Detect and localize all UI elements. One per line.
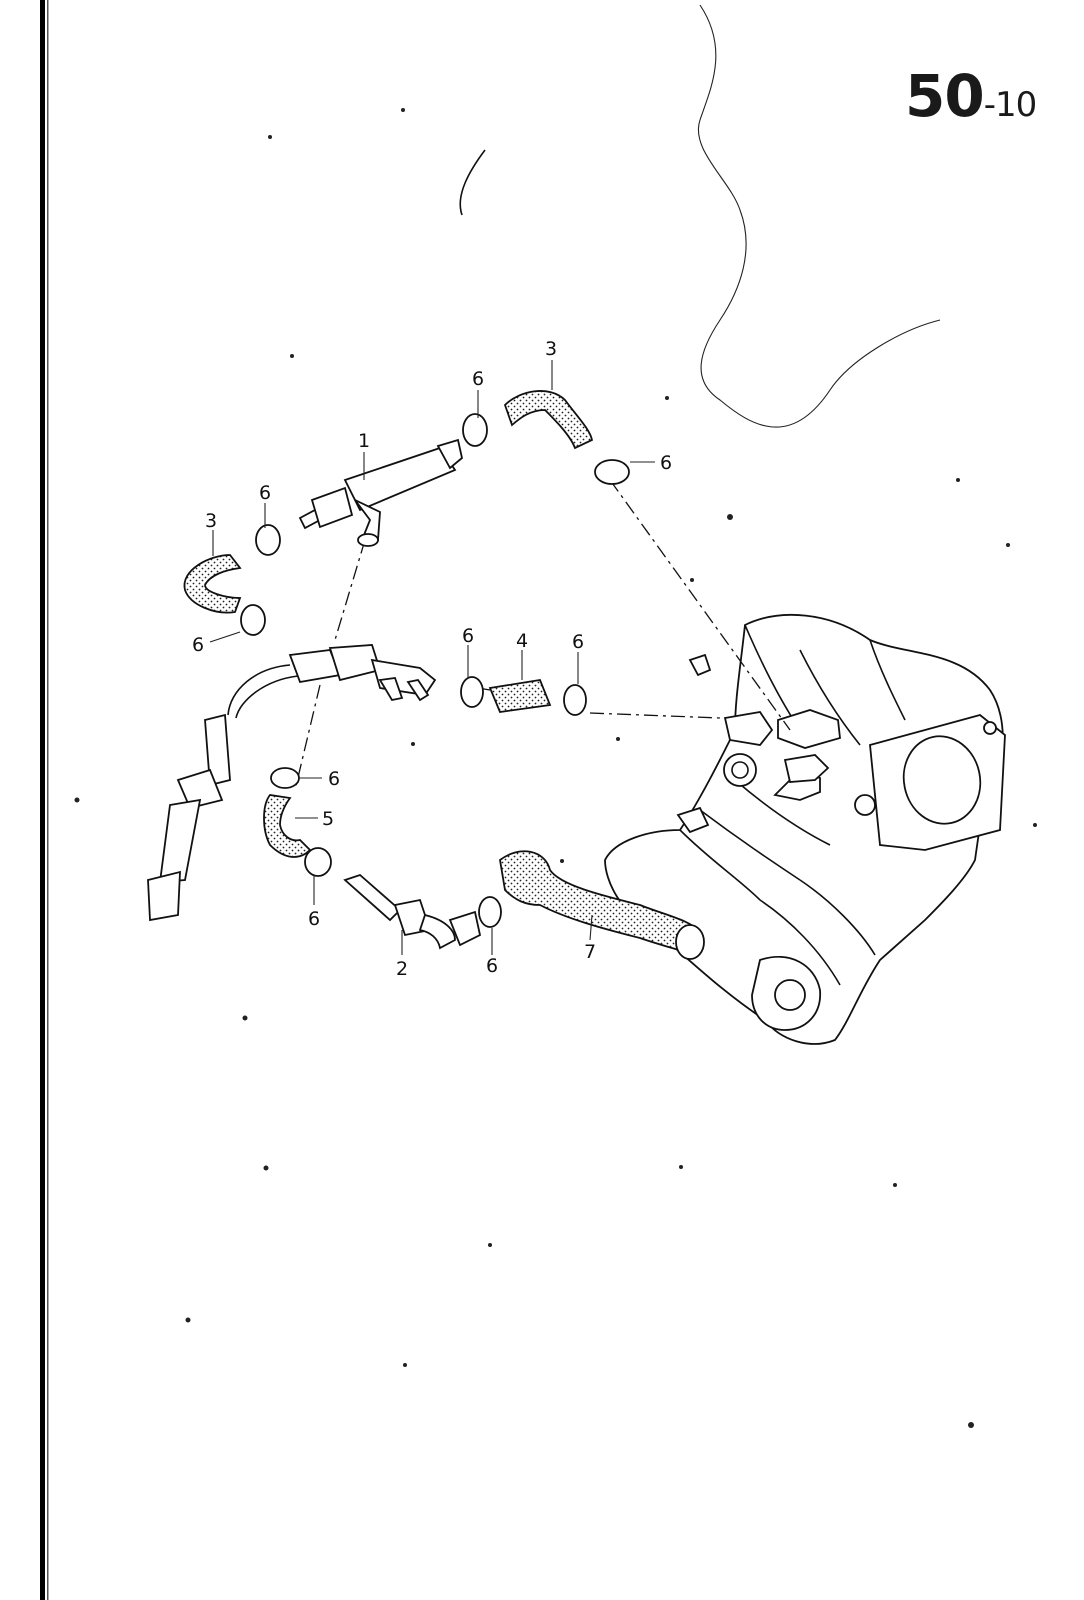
part-3-elbow-hose-upper (503, 390, 594, 450)
page-number-main: 50 (905, 62, 985, 130)
callout-6-lower-left: 6 (328, 768, 340, 790)
callout-6-bottom-left: 6 (308, 908, 320, 930)
scan-specks (74, 108, 1037, 1428)
part-2-lower-pipe (343, 873, 482, 950)
part-1-y-pipe (298, 438, 463, 547)
valve-assembly (147, 644, 437, 922)
part-6-clamps (240, 413, 630, 928)
callout-7: 7 (584, 941, 596, 963)
callout-6-upper: 6 (472, 368, 484, 390)
callout-6-bottom: 6 (486, 955, 498, 977)
callout-3-upper: 3 (545, 338, 557, 360)
binding-edge (40, 0, 45, 1600)
part-3-elbow-hose-left (183, 554, 242, 614)
callout-labels: 1 3 6 6 6 3 6 6 4 6 6 5 6 2 6 7 (192, 338, 672, 980)
callout-6-left: 6 (192, 634, 204, 656)
part-7-hose-end (675, 924, 705, 960)
leader-lines (209, 360, 655, 955)
intake-manifold (604, 614, 1006, 1045)
callout-1: 1 (358, 430, 370, 452)
scan-crack-line (697, 4, 941, 428)
callout-3-left: 3 (205, 510, 217, 532)
page-number: 50-10 (905, 62, 1038, 130)
part-5-elbow-hose (263, 794, 312, 858)
callout-5: 5 (322, 808, 334, 830)
callout-6-left-top: 6 (259, 482, 271, 504)
part-4-straight-hose (488, 678, 552, 713)
callout-4: 4 (516, 630, 528, 652)
assembly-lines (294, 479, 791, 791)
callout-6-mid-right: 6 (572, 631, 584, 653)
callout-2: 2 (396, 958, 408, 980)
binding-edge-shadow (47, 0, 49, 1600)
page-number-sub: -10 (983, 85, 1038, 125)
callout-6-upper-right: 6 (660, 452, 672, 474)
callout-6-mid-left: 6 (462, 625, 474, 647)
scan-curl-mark (459, 149, 486, 216)
